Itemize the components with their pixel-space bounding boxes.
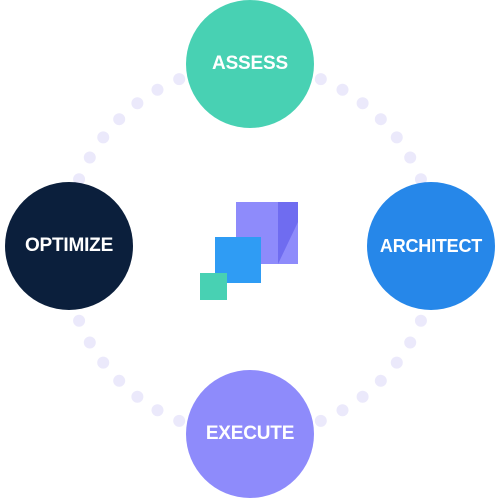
stage-architect: ARCHITECT bbox=[367, 182, 495, 310]
logo-small-square bbox=[200, 273, 227, 300]
ring-dot bbox=[356, 390, 369, 403]
ring-dot bbox=[356, 97, 369, 110]
ring-dot bbox=[173, 73, 186, 86]
ring-dot bbox=[113, 374, 126, 387]
ring-dot bbox=[314, 414, 327, 427]
stage-optimize: OPTIMIZE bbox=[5, 182, 133, 310]
ring-dot bbox=[173, 414, 186, 427]
ring-dot bbox=[131, 390, 144, 403]
ring-dot bbox=[83, 151, 96, 164]
stage-assess: ASSESS bbox=[186, 0, 314, 128]
ring-dot bbox=[83, 336, 96, 349]
stage-optimize-label: OPTIMIZE bbox=[24, 235, 114, 256]
ring-dot bbox=[374, 113, 387, 126]
stage-architect-label: ARCHITECT bbox=[379, 235, 483, 256]
ring-dot bbox=[336, 404, 349, 417]
ring-dot bbox=[131, 97, 144, 110]
ring-dot bbox=[404, 336, 417, 349]
stage-assess-label: ASSESS bbox=[212, 53, 288, 74]
stacked-squares-icon bbox=[200, 202, 298, 300]
ring-dot bbox=[414, 314, 427, 327]
ring-dot bbox=[336, 83, 349, 96]
ring-dot bbox=[390, 356, 403, 369]
stage-execute-label: EXECUTE bbox=[205, 423, 295, 444]
ring-dot bbox=[97, 356, 110, 369]
ring-dot bbox=[314, 73, 327, 86]
ring-dot bbox=[374, 374, 387, 387]
logo-large-square-shade bbox=[278, 202, 298, 264]
ring-dot bbox=[404, 151, 417, 164]
ring-dot bbox=[73, 314, 86, 327]
ring-dot bbox=[151, 83, 164, 96]
ring-dot bbox=[97, 131, 110, 144]
ring-dot bbox=[151, 404, 164, 417]
stage-execute: EXECUTE bbox=[186, 370, 314, 498]
ring-dot bbox=[390, 131, 403, 144]
ring-dot bbox=[113, 113, 126, 126]
